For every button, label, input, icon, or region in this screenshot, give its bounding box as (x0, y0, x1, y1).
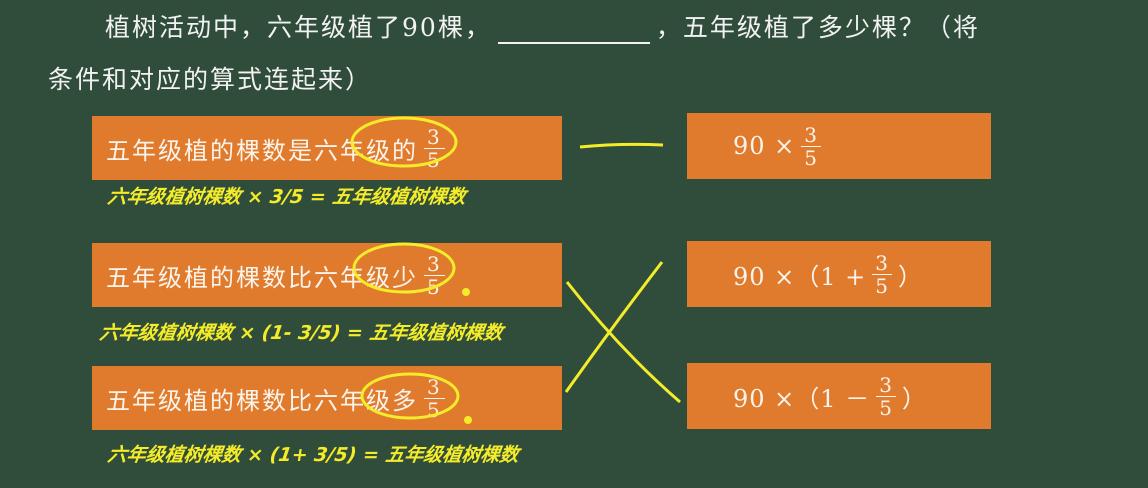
handwritten-note-3: 六年级植树棵数 × (1+ 3/5) = 五年级植树棵数 (106, 444, 521, 466)
condition-text: 五年级植的棵数是 (106, 136, 314, 165)
fraction-numerator: 3 (424, 376, 445, 399)
connector-line (579, 142, 664, 149)
condition-text: 五年级植的棵数比 (106, 263, 314, 292)
circled-word: 六年级 (314, 136, 392, 165)
condition-suffix: 的 (392, 136, 418, 165)
fraction-numerator: 3 (424, 253, 445, 276)
fraction-numerator: 3 (872, 252, 893, 275)
circled-word: 六年级 (314, 386, 392, 415)
fraction-denominator: 5 (427, 147, 442, 172)
formula-prefix: 90 ×（1 + (733, 262, 867, 291)
formula-prefix: 90 ×（1 － (733, 384, 871, 413)
formula-suffix: ） (898, 262, 924, 291)
condition-suffix: 多 (392, 386, 418, 415)
fraction-denominator: 5 (427, 274, 442, 299)
condition-text: 五年级植的棵数比 (106, 386, 314, 415)
handwritten-note-1: 六年级植树棵数 × 3/5 = 五年级植树棵数 (106, 186, 468, 208)
fraction-denominator: 5 (879, 395, 893, 420)
question-line-2: 条件和对应的算式连起来） (48, 65, 373, 94)
question-line-1: 植树活动中，六年级植了90棵， ，五年级植了多少棵？（将 (105, 8, 980, 44)
fraction-denominator: 5 (804, 145, 819, 170)
formula-prefix: 90 × (733, 132, 796, 160)
fraction-denominator: 5 (427, 397, 442, 422)
condition-suffix: 少 (392, 263, 418, 292)
question-text-start: 植树活动中，六年级植了90棵， (105, 13, 492, 42)
handwritten-note-2: 六年级植树棵数 × (1- 3/5) = 五年级植树棵数 (98, 322, 505, 344)
circled-word: 六年级 (314, 263, 392, 292)
fraction-numerator: 3 (801, 124, 822, 147)
fraction-numerator: 3 (876, 374, 896, 397)
fraction-denominator: 5 (875, 273, 890, 298)
formula-suffix: ） (901, 384, 927, 413)
question-text-end: ，五年级植了多少棵？（将 (655, 13, 980, 42)
answer-blank (497, 14, 650, 44)
fraction-numerator: 3 (424, 126, 445, 149)
connector-line (564, 261, 664, 393)
connector-line (565, 281, 681, 404)
